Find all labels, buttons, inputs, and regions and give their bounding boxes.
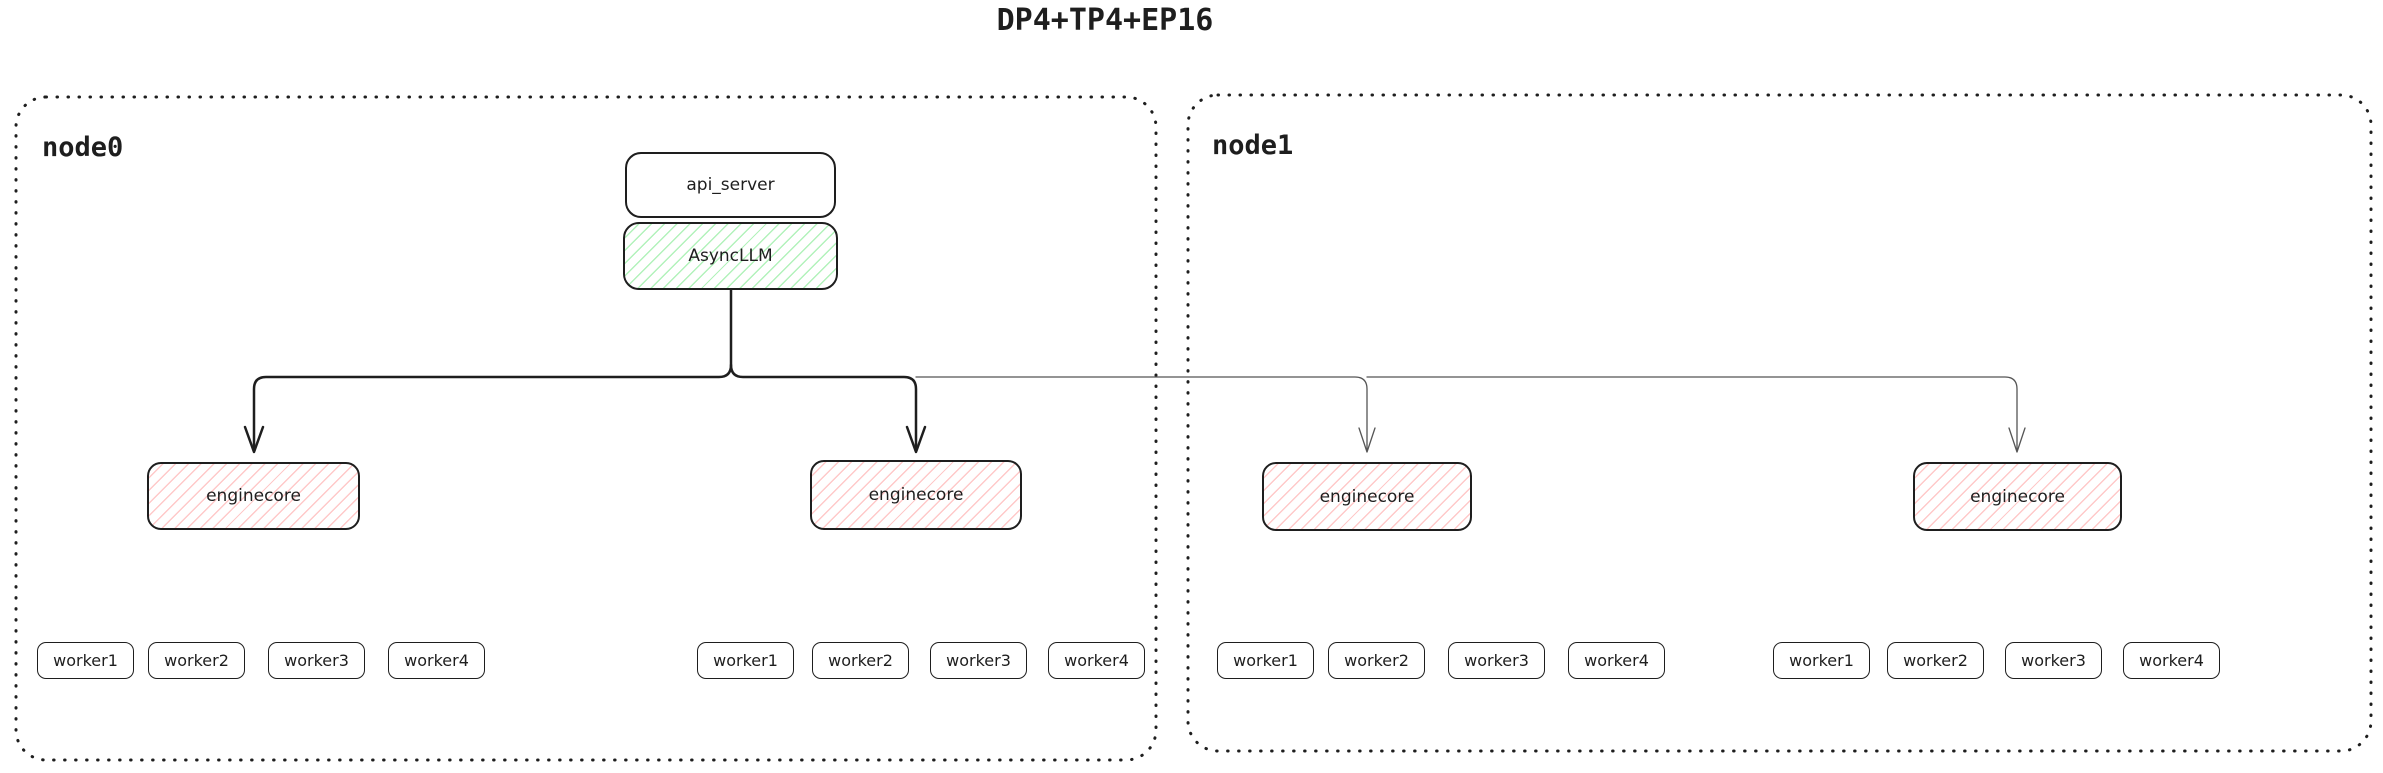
node1-label: node1 [1212, 130, 1294, 161]
worker-chip: worker3 [2005, 642, 2102, 679]
worker-chip: worker2 [1328, 642, 1425, 679]
arrowhead-icon [905, 425, 927, 454]
worker-chip: worker2 [1887, 642, 1984, 679]
enginecore-label: enginecore [1319, 486, 1415, 507]
arrowhead-icon [243, 425, 265, 454]
worker-chip: worker2 [148, 642, 245, 679]
worker-chip: worker1 [697, 642, 794, 679]
enginecore-label: enginecore [868, 485, 964, 505]
worker-chip: worker3 [268, 642, 365, 679]
asyncllm-label: AsyncLLM [688, 246, 773, 266]
arrow-asyncllm-to-enginecore1 [729, 363, 927, 454]
worker-chip: worker3 [1448, 642, 1545, 679]
worker-chip: worker4 [2123, 642, 2220, 679]
node1-enginecore1-box: enginecore [1913, 462, 2122, 531]
worker-chip: worker3 [930, 642, 1027, 679]
arrow-asyncllm-to-enginecore3 [1366, 376, 2026, 453]
diagram-title: DP4+TP4+EP16 [996, 3, 1214, 38]
node0-dotted-border [14, 95, 1158, 762]
node1-dotted-border [1186, 93, 2373, 753]
worker-chip: worker1 [1773, 642, 1870, 679]
worker-chip: worker4 [388, 642, 485, 679]
api-server-box: api_server [625, 152, 836, 218]
worker-chip: worker1 [1217, 642, 1314, 679]
worker-chip: worker4 [1048, 642, 1145, 679]
worker-chip: worker4 [1568, 642, 1665, 679]
arrow-asyncllm-to-enginecore0 [243, 288, 733, 454]
worker-chip: worker1 [37, 642, 134, 679]
arrowhead-icon [1358, 427, 1376, 453]
enginecore-label: enginecore [206, 486, 301, 506]
enginecore-label: enginecore [1970, 486, 2065, 507]
worker-chip: worker2 [812, 642, 909, 679]
asyncllm-box: AsyncLLM [623, 222, 838, 290]
arrowhead-icon [2008, 427, 2026, 453]
node0-enginecore1-box: enginecore [810, 460, 1022, 530]
api-server-label: api_server [686, 175, 775, 195]
node1-enginecore0-box: enginecore [1262, 462, 1472, 531]
node0-label: node0 [42, 132, 124, 163]
arrow-asyncllm-to-enginecore2 [915, 376, 1376, 453]
node0-enginecore0-box: enginecore [147, 462, 360, 530]
